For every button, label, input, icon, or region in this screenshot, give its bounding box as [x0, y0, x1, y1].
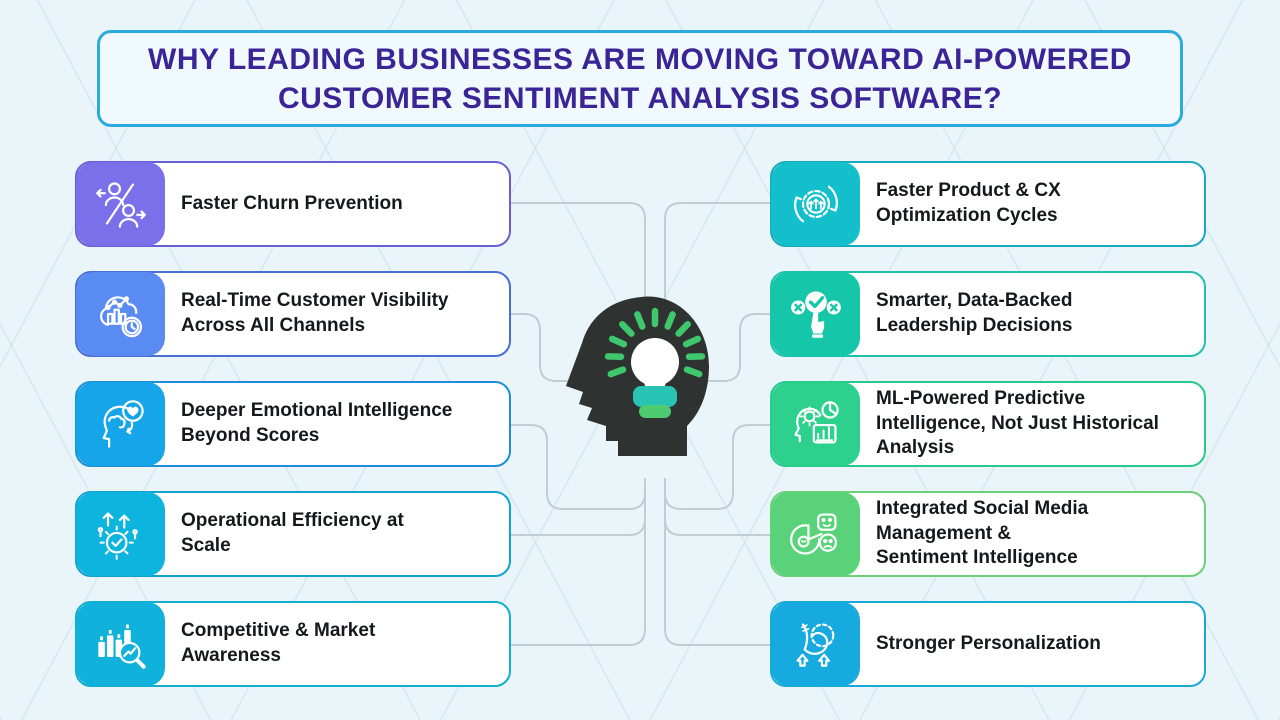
right-benefits-column: Faster Product & CX Optimization Cycles … — [770, 161, 1206, 688]
benefit-card-emotional-intelligence: Deeper Emotional Intelligence Beyond Sco… — [75, 381, 511, 467]
benefit-card-realtime-visibility: Real-Time Customer Visibility Across All… — [75, 271, 511, 357]
benefit-card-churn-prevention: Faster Churn Prevention — [75, 161, 511, 247]
benefit-card-personalization: Stronger Personalization — [770, 601, 1206, 687]
benefit-card-leadership-decisions: Smarter, Data-Backed Leadership Decision… — [770, 271, 1206, 357]
title-box: WHY LEADING BUSINESSES ARE MOVING TOWARD… — [97, 30, 1183, 127]
operational-efficiency-icon — [76, 492, 165, 576]
benefit-label: Integrated Social Media Management & Sen… — [876, 497, 1089, 569]
customer-churn-icon — [76, 162, 165, 246]
lightbulb-rays — [604, 307, 706, 378]
bulb-glass — [631, 338, 679, 386]
benefit-label: ML-Powered Predictive Intelligence, Not … — [876, 387, 1159, 459]
leadership-decisions-icon — [771, 272, 860, 356]
benefit-label: Smarter, Data-Backed Leadership Decision… — [876, 290, 1073, 336]
benefit-label: Operational Efficiency at Scale — [181, 510, 404, 556]
benefit-label: Faster Churn Prevention — [181, 192, 403, 214]
predictive-intelligence-icon — [771, 382, 860, 466]
realtime-visibility-icon — [76, 272, 165, 356]
bulb-base — [639, 405, 671, 418]
bulb-band — [633, 386, 677, 407]
benefit-card-operational-efficiency: Operational Efficiency at Scale — [75, 491, 511, 577]
head-lightbulb-graphic — [566, 296, 709, 456]
sentiment-intelligence-icon — [771, 492, 860, 576]
benefit-label: Stronger Personalization — [876, 632, 1101, 654]
benefit-label: Real-Time Customer Visibility Across All… — [181, 290, 449, 336]
benefit-card-sentiment-intelligence: Integrated Social Media Management & Sen… — [770, 491, 1206, 577]
benefit-card-optimization-cycles: Faster Product & CX Optimization Cycles — [770, 161, 1206, 247]
left-benefits-column: Faster Churn Prevention Real-Time Custom… — [75, 161, 511, 688]
benefit-label: Competitive & Market Awareness — [181, 620, 376, 666]
benefit-label: Deeper Emotional Intelligence Beyond Sco… — [181, 400, 453, 446]
benefit-card-market-awareness: Competitive & Market Awareness — [75, 601, 511, 687]
benefit-label: Faster Product & CX Optimization Cycles — [876, 180, 1061, 226]
page-title: WHY LEADING BUSINESSES ARE MOVING TOWARD… — [148, 42, 1132, 115]
benefit-card-predictive-intelligence: ML-Powered Predictive Intelligence, Not … — [770, 381, 1206, 467]
personalization-icon — [771, 602, 860, 686]
optimization-cycles-icon — [771, 162, 860, 246]
emotional-intelligence-icon — [76, 382, 165, 466]
market-awareness-icon — [76, 602, 165, 686]
